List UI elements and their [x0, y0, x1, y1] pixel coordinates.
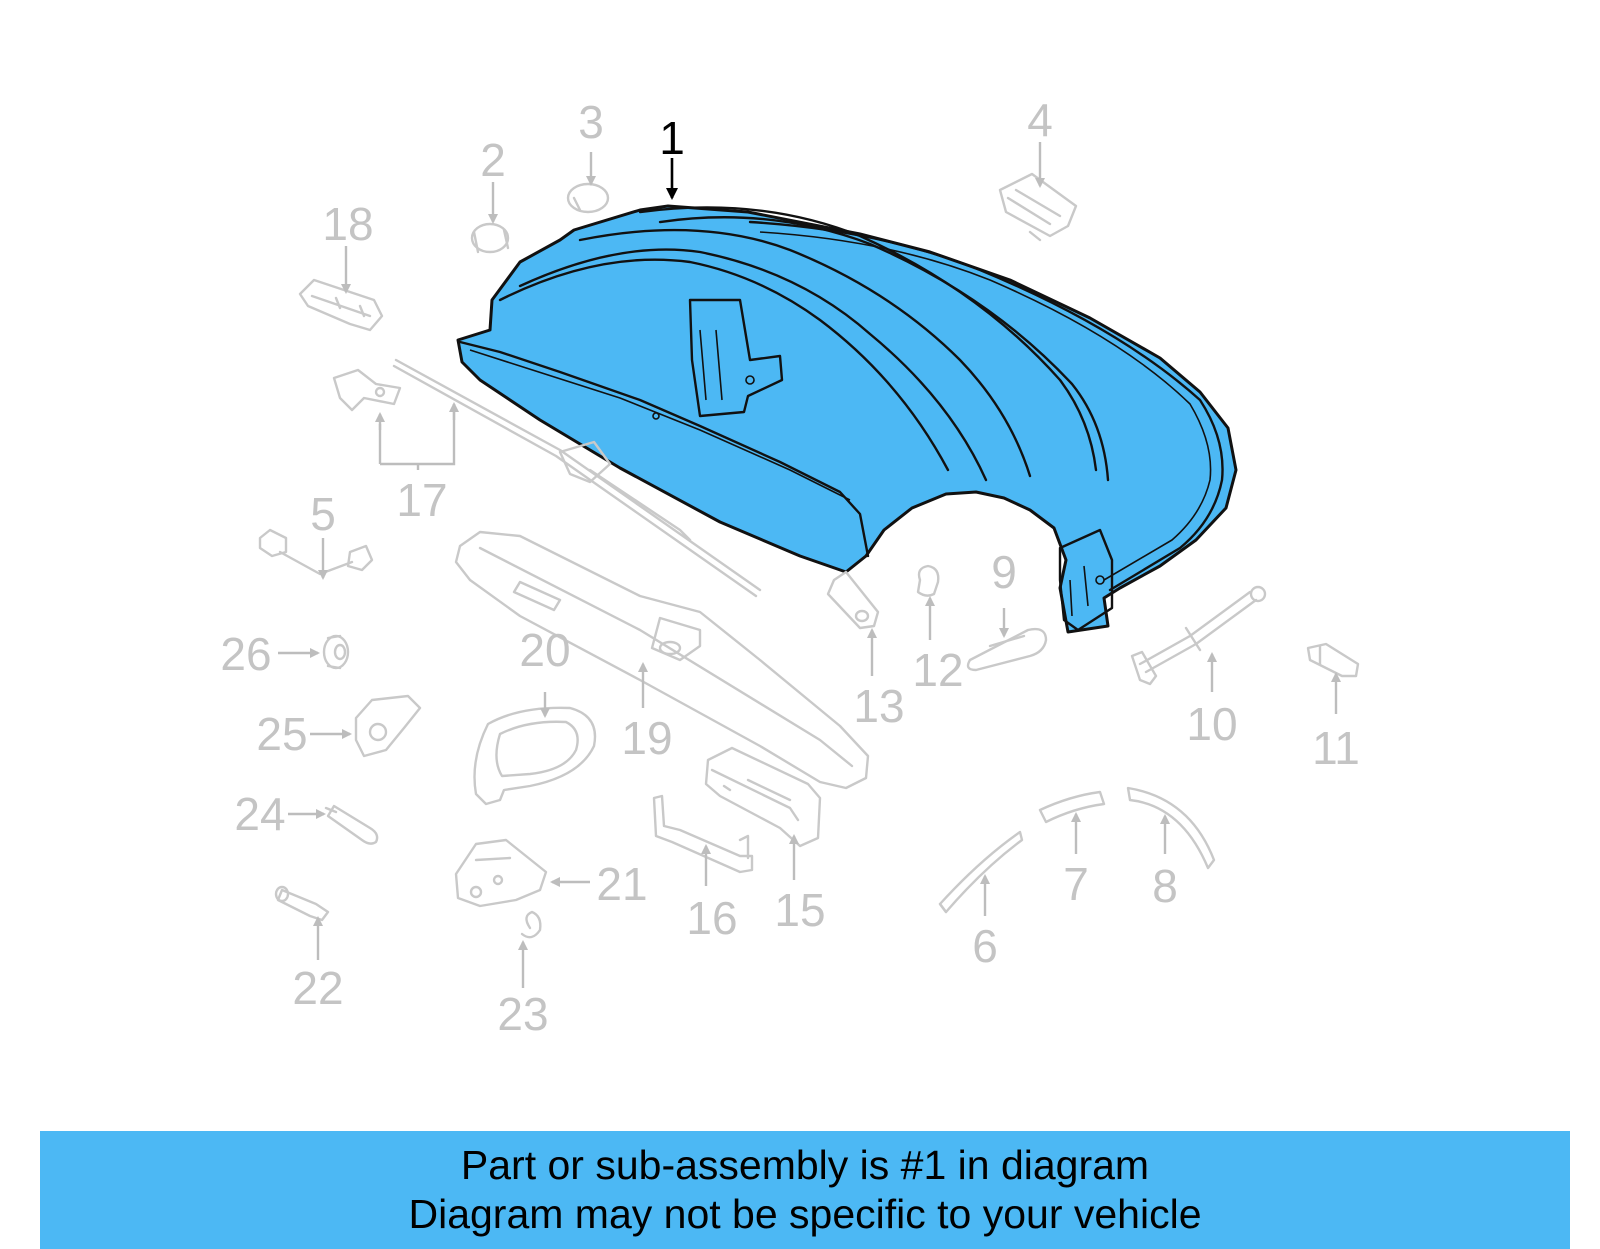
- callout-25[interactable]: 25: [256, 708, 307, 760]
- part-16-bracket[interactable]: [652, 794, 754, 874]
- callout-3[interactable]: 3: [578, 96, 604, 148]
- callout-23[interactable]: 23: [497, 988, 548, 1040]
- part-1-convertible-top-frame[interactable]: [456, 204, 1238, 634]
- callout-15[interactable]: 15: [774, 884, 825, 936]
- part-7-trim[interactable]: [1038, 790, 1106, 824]
- callout-20[interactable]: 20: [519, 624, 570, 676]
- callout-10[interactable]: 10: [1186, 698, 1237, 750]
- callout-1[interactable]: 1: [659, 112, 685, 164]
- callout-8[interactable]: 8: [1152, 860, 1178, 912]
- part-13-strap[interactable]: [826, 570, 880, 630]
- banner-line-1: Part or sub-assembly is #1 in diagram: [460, 1142, 1150, 1188]
- callout-11[interactable]: 11: [1312, 722, 1360, 774]
- part-24-bolt[interactable]: [324, 804, 379, 845]
- leader-lines: [278, 142, 1341, 988]
- callout-6[interactable]: 6: [972, 920, 998, 972]
- part-6-trim-strip[interactable]: [938, 830, 1024, 914]
- callout-9[interactable]: 9: [991, 546, 1017, 598]
- callout-2[interactable]: 2: [480, 134, 506, 186]
- info-banner: Part or sub-assembly is #1 in diagram Di…: [40, 1131, 1570, 1249]
- part-10-gas-strut[interactable]: [1130, 585, 1267, 686]
- callout-24[interactable]: 24: [234, 788, 285, 840]
- part-9-handle[interactable]: [966, 627, 1048, 672]
- part-8-trim-arc[interactable]: [1126, 786, 1216, 870]
- part-23-clip[interactable]: [520, 910, 542, 939]
- part-20-seal[interactable]: [473, 706, 597, 806]
- part-12-bushing[interactable]: [916, 564, 940, 597]
- part-19-cover-panel[interactable]: [454, 530, 870, 790]
- part-22-bolt[interactable]: [274, 885, 330, 922]
- part-15-bracket[interactable]: [704, 746, 822, 848]
- part-3-plug[interactable]: [566, 182, 610, 214]
- part-2-plug[interactable]: [470, 222, 510, 254]
- part-25-mount[interactable]: [354, 694, 422, 758]
- callout-16[interactable]: 16: [686, 892, 737, 944]
- callout-26[interactable]: 26: [220, 628, 271, 680]
- part-4-bracket[interactable]: [998, 172, 1078, 242]
- part-18-latch-plate[interactable]: [298, 278, 384, 332]
- part-17-cable[interactable]: [332, 358, 762, 598]
- callout-18[interactable]: 18: [322, 198, 373, 250]
- callout-13[interactable]: 13: [853, 680, 904, 732]
- part-5-wire-harness[interactable]: [258, 528, 374, 576]
- part-21-bracket[interactable]: [454, 838, 548, 908]
- callout-21[interactable]: 21: [596, 858, 647, 910]
- part-11-pin[interactable]: [1306, 642, 1360, 678]
- part-26-bushing[interactable]: [322, 634, 350, 670]
- callout-5[interactable]: 5: [310, 488, 336, 540]
- callout-labels: 1 2 3 4 5 6 7 8 9 10 11 12 13 15 16 17 1…: [220, 94, 1359, 1040]
- callout-17[interactable]: 17: [396, 474, 447, 526]
- callout-19[interactable]: 19: [621, 712, 672, 764]
- callout-4[interactable]: 4: [1027, 94, 1053, 146]
- callout-22[interactable]: 22: [292, 962, 343, 1014]
- banner-line-2: Diagram may not be specific to your vehi…: [408, 1191, 1202, 1237]
- callout-12[interactable]: 12: [912, 644, 963, 696]
- callout-7[interactable]: 7: [1063, 858, 1089, 910]
